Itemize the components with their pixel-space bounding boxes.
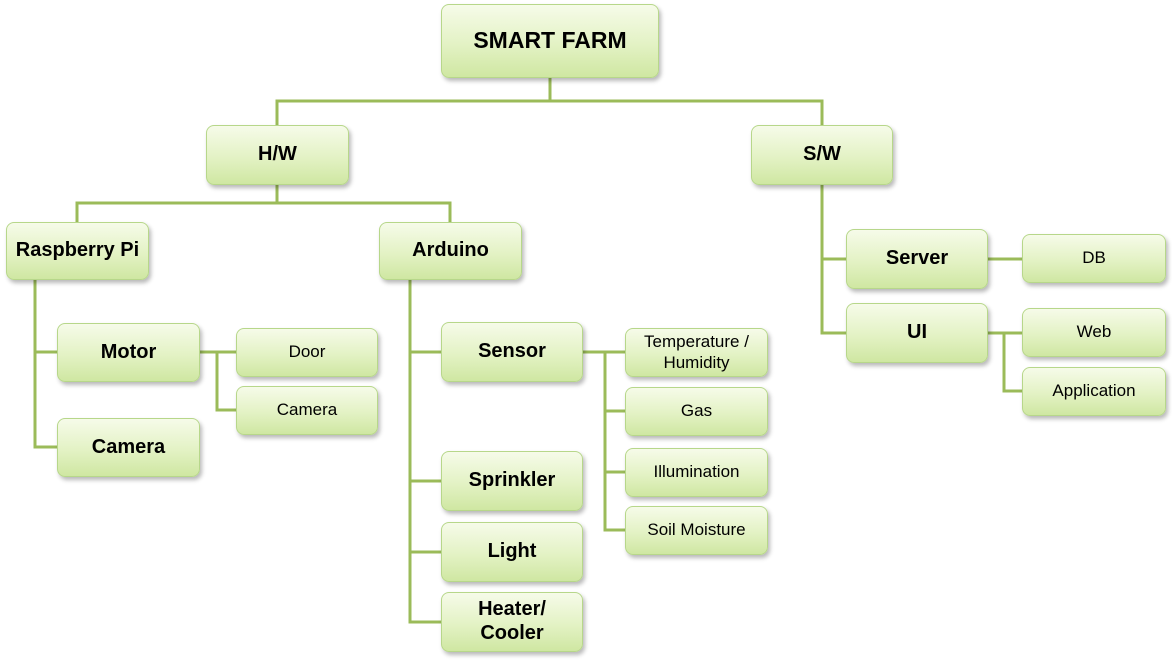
motor-node: Motor xyxy=(57,323,200,382)
server-node: Server xyxy=(846,229,988,289)
motor-camera-node: Camera xyxy=(236,386,378,435)
web-node: Web xyxy=(1022,308,1166,357)
raspberry-pi-node: Raspberry Pi xyxy=(6,222,149,280)
sensor-node: Sensor xyxy=(441,322,583,382)
db-node: DB xyxy=(1022,234,1166,283)
gas-node: Gas xyxy=(625,387,768,436)
temperature-humidity-node: Temperature / Humidity xyxy=(625,328,768,377)
heater-cooler-node: Heater/ Cooler xyxy=(441,592,583,652)
root-node: SMART FARM xyxy=(441,4,659,78)
door-node: Door xyxy=(236,328,378,377)
arduino-node: Arduino xyxy=(379,222,522,280)
illumination-node: Illumination xyxy=(625,448,768,497)
ui-node: UI xyxy=(846,303,988,363)
pi-camera-node: Camera xyxy=(57,418,200,477)
sw-node: S/W xyxy=(751,125,893,185)
application-node: Application xyxy=(1022,367,1166,416)
soil-moisture-node: Soil Moisture xyxy=(625,506,768,555)
sprinkler-node: Sprinkler xyxy=(441,451,583,511)
hw-node: H/W xyxy=(206,125,349,185)
light-node: Light xyxy=(441,522,583,582)
